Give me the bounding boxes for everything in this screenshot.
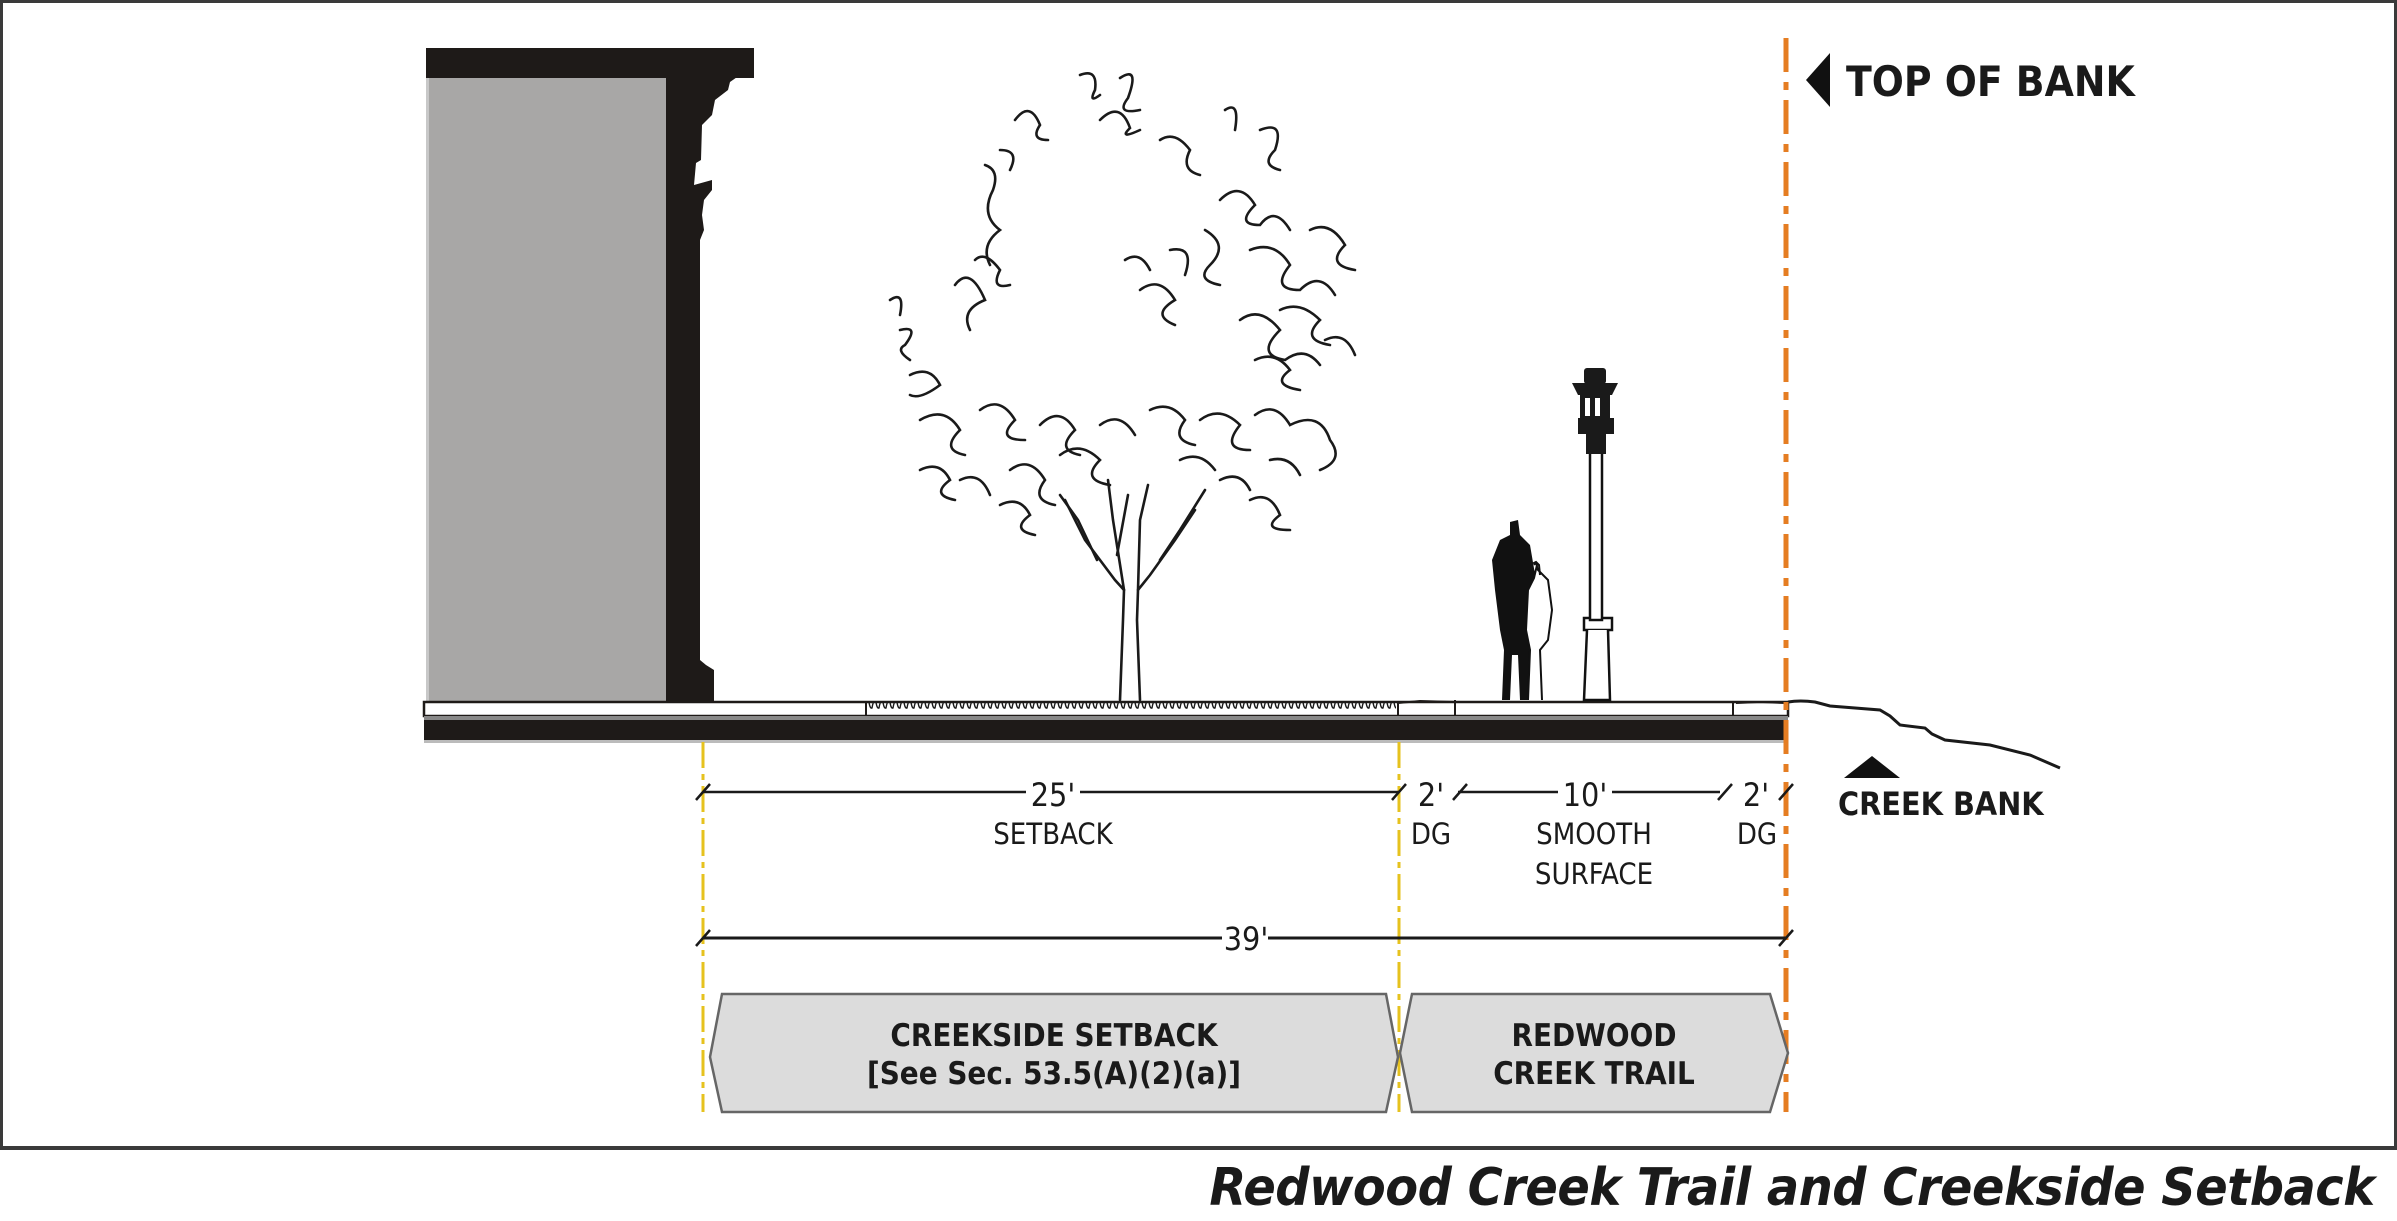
creek-bank-callout: CREEK BANK: [1838, 756, 2045, 823]
up-arrow-icon: [1844, 756, 1900, 778]
creek-bank-slope: [1787, 699, 2061, 770]
section-diagram: TOP OF BANK CREEK BANK 25' SETBACK 2' DG…: [422, 38, 2136, 1114]
dimension-row: [695, 783, 1794, 801]
dim-total-value: 39': [1224, 920, 1269, 958]
dim-trail-value: 10': [1563, 776, 1608, 814]
dim-dg-left-label: DG: [1411, 817, 1451, 851]
building-section: [426, 48, 754, 704]
ground-slab: [422, 699, 1790, 743]
dim-dg-left-value: 2': [1418, 776, 1444, 814]
dim-setback-label: SETBACK: [993, 817, 1113, 851]
dim-trail-label-2: SURFACE: [1535, 857, 1653, 891]
street-tree: [888, 72, 1357, 702]
zone-setback-line1: CREEKSIDE SETBACK: [890, 1018, 1219, 1054]
creek-bank-label: CREEK BANK: [1838, 785, 2045, 823]
zone-creekside-setback: CREEKSIDE SETBACK [See Sec. 53.5(A)(2)(a…: [708, 992, 1400, 1114]
top-of-bank-callout: TOP OF BANK: [1806, 53, 2136, 107]
pedestrians: [1492, 520, 1554, 701]
dimension-labels: 25' SETBACK 2' DG 10' SMOOTH SURFACE 2' …: [993, 776, 1777, 891]
total-dimension: 39': [695, 920, 1794, 958]
dim-dg-right-label: DG: [1737, 817, 1777, 851]
zone-setback-line2: [See Sec. 53.5(A)(2)(a)]: [867, 1056, 1241, 1092]
zone-redwood-creek-trail: REDWOOD CREEK TRAIL: [1398, 992, 1790, 1114]
top-of-bank-label: TOP OF BANK: [1846, 57, 2136, 106]
diagram-frame: [0, 0, 2397, 1150]
dim-dg-right-value: 2': [1743, 776, 1769, 814]
pedestrian-lamp-post: [1572, 368, 1618, 702]
zone-trail-line1: REDWOOD: [1511, 1018, 1676, 1054]
dim-setback-value: 25': [1031, 776, 1076, 814]
left-arrow-icon: [1806, 53, 1830, 107]
dim-trail-label-1: SMOOTH: [1536, 817, 1652, 851]
figure-caption: Redwood Creek Trail and Creekside Setbac…: [1209, 1158, 2376, 1218]
zone-trail-line2: CREEK TRAIL: [1493, 1056, 1695, 1092]
